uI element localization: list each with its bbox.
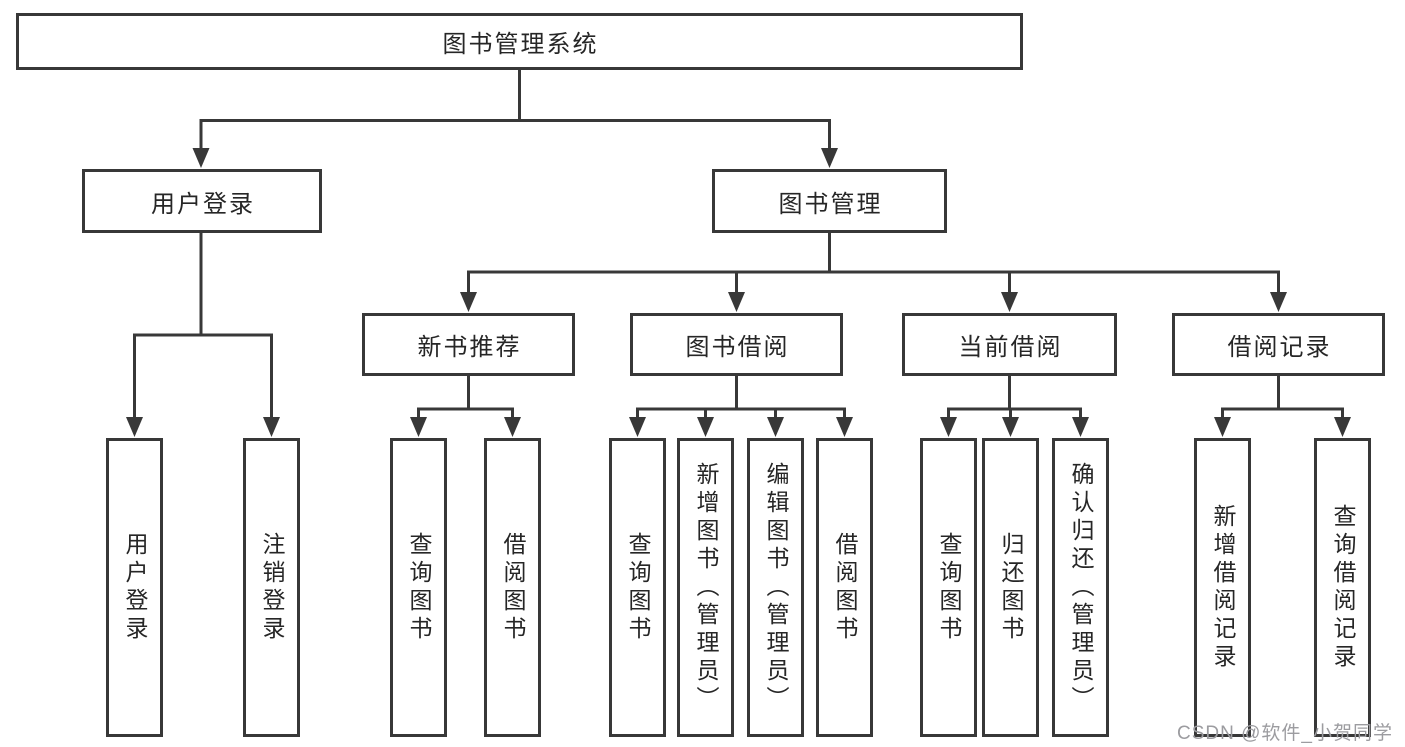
- node-user-login-label: 用户登录: [151, 190, 255, 218]
- leaf-confirm-return-admin-label: 确认归还（管理员）: [1068, 461, 1094, 714]
- leaf-logout-label: 注销登录: [259, 531, 285, 644]
- connector-new-book-rec-to-leaves: [417, 376, 514, 421]
- leaf-query-books-recommendation-label: 查询图书: [406, 531, 432, 644]
- connector-user-login-to-leaves: [133, 233, 273, 421]
- leaf-add-books-admin: 新增图书（管理员）: [677, 438, 734, 737]
- node-new-book-recommendation: 新书推荐: [362, 313, 575, 376]
- connector-borrow-records-to-leaves: [1221, 376, 1344, 421]
- node-book-management-label: 图书管理: [778, 190, 883, 218]
- leaf-logout: 注销登录: [243, 438, 300, 737]
- leaf-query-borrow-record-label: 查询借阅记录: [1330, 503, 1356, 672]
- leaf-add-borrow-record: 新增借阅记录: [1194, 438, 1251, 737]
- connector-root-to-level2: [199, 70, 831, 152]
- node-library-management-system: 图书管理系统: [16, 13, 1023, 70]
- node-borrowing-records-label: 借阅记录: [1227, 334, 1332, 361]
- leaf-query-borrow-record: 查询借阅记录: [1314, 438, 1371, 737]
- leaf-return-books-label: 归还图书: [998, 531, 1024, 644]
- leaf-query-books-current-label: 查询图书: [936, 531, 962, 644]
- leaf-borrow-books-recommendation: 借阅图书: [484, 438, 541, 737]
- node-borrowing-records: 借阅记录: [1172, 313, 1385, 376]
- node-new-book-recommendation-label: 新书推荐: [417, 334, 522, 361]
- connector-book-mgmt-to-level3: [467, 233, 1280, 296]
- node-library-management-system-label: 图书管理系统: [442, 31, 599, 58]
- leaf-query-books-recommendation: 查询图书: [390, 438, 447, 737]
- leaf-user-login-label: 用户登录: [122, 531, 148, 644]
- leaf-user-login: 用户登录: [106, 438, 163, 737]
- leaf-edit-books-admin: 编辑图书（管理员）: [747, 438, 804, 737]
- node-user-login: 用户登录: [82, 169, 322, 233]
- leaf-borrow-books-label: 借阅图书: [832, 531, 858, 644]
- node-book-borrowing: 图书借阅: [630, 313, 843, 376]
- leaf-query-books-current: 查询图书: [920, 438, 977, 737]
- leaf-confirm-return-admin: 确认归还（管理员）: [1052, 438, 1109, 737]
- watermark: CSDN @软件_小贺同学: [1177, 723, 1393, 744]
- node-current-borrowing-label: 当前借阅: [958, 334, 1063, 361]
- node-book-management: 图书管理: [712, 169, 947, 233]
- arrowheads: [126, 148, 1351, 437]
- leaf-edit-books-admin-label: 编辑图书（管理员）: [763, 461, 789, 714]
- leaf-borrow-books: 借阅图书: [816, 438, 873, 737]
- leaf-add-borrow-record-label: 新增借阅记录: [1210, 503, 1236, 672]
- connector-book-borrow-to-leaves: [636, 376, 846, 421]
- node-book-borrowing-label: 图书借阅: [685, 334, 790, 361]
- leaf-borrow-books-recommendation-label: 借阅图书: [500, 531, 526, 644]
- leaf-query-books-borrowing-label: 查询图书: [625, 531, 651, 644]
- leaf-query-books-borrowing: 查询图书: [609, 438, 666, 737]
- leaf-return-books: 归还图书: [982, 438, 1039, 737]
- node-current-borrowing: 当前借阅: [902, 313, 1117, 376]
- connector-current-borrow-to-leaves: [947, 376, 1082, 421]
- leaf-add-books-admin-label: 新增图书（管理员）: [693, 461, 719, 714]
